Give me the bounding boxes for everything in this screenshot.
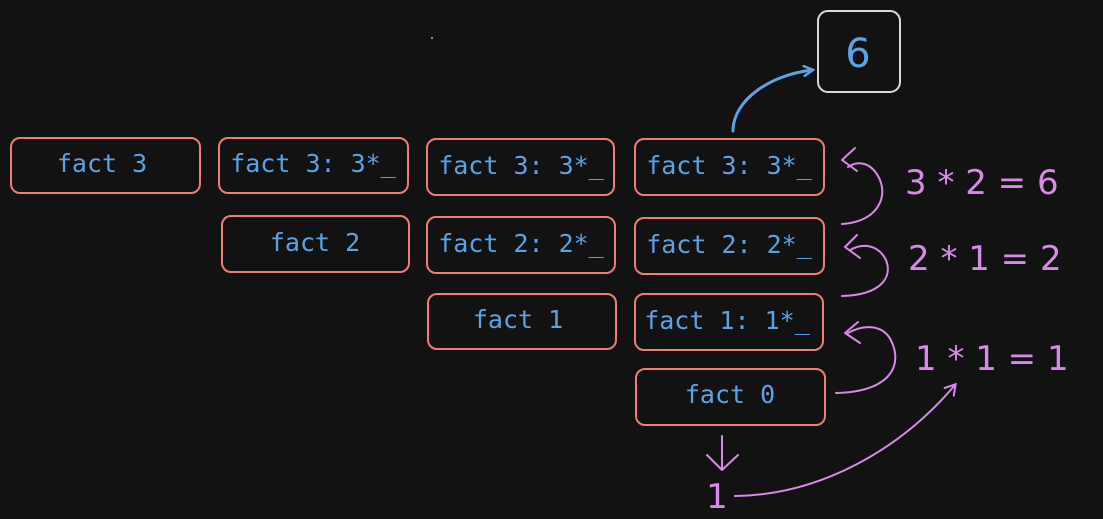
frame-label: fact 3 [57, 149, 147, 178]
return-curve-3-head [841, 147, 858, 172]
stack-frame: fact 3: 3*_ [426, 138, 615, 196]
stack-frame: fact 1 [427, 293, 617, 350]
frame-box [426, 216, 616, 274]
base-case-arrow [706, 435, 739, 471]
base-case-value: 1 [706, 477, 728, 517]
return-curve-3 [841, 162, 884, 225]
return-curve-1 [835, 326, 897, 394]
base-to-multiply-arrow [734, 382, 957, 497]
return-curve-2 [841, 244, 889, 297]
stack-frame: fact 2: 2*_ [634, 217, 825, 275]
result-box: 6 [817, 10, 901, 93]
multiply-annotation: 2 * 1 = 2 [908, 239, 1062, 279]
frame-box [634, 293, 824, 351]
frame-label: fact 1 [473, 305, 563, 334]
frame-box [634, 217, 825, 275]
return-arrow [731, 70, 812, 133]
stray-dot [430, 36, 434, 40]
frame-box [218, 137, 409, 194]
multiply-annotation: 3 * 2 = 6 [905, 163, 1059, 203]
frame-box [427, 293, 617, 350]
frame-box [221, 215, 410, 273]
frame-label: fact 0 [685, 380, 775, 409]
frame-label: fact 2 [270, 228, 360, 257]
frame-label: fact 3: 3*_ [230, 149, 397, 178]
result-frame [817, 10, 901, 93]
frame-label: fact 2: 2*_ [646, 230, 813, 259]
stack-frame: fact 1: 1*_ [634, 293, 824, 351]
stack-column-3: fact 3: 3*_ fact 2: 2*_ fact 1 [426, 138, 617, 350]
result-value: 6 [845, 31, 870, 77]
stack-column-2: fact 3: 3*_ fact 2 [218, 137, 410, 273]
stack-frame: fact 2 [221, 215, 410, 273]
stack-column-1: fact 3 [10, 137, 201, 194]
frame-box [426, 138, 615, 196]
stack-column-4: fact 3: 3*_ fact 2: 2*_ fact 1: 1*_ fact… [634, 138, 826, 426]
stack-frame: fact 2: 2*_ [426, 216, 616, 274]
frame-label: fact 3: 3*_ [646, 151, 813, 180]
frame-label: fact 2: 2*_ [438, 229, 605, 258]
stack-frame: fact 3: 3*_ [634, 138, 825, 196]
frame-label: fact 1: 1*_ [644, 306, 811, 335]
frame-box [635, 368, 826, 426]
return-curve-2-head [844, 234, 861, 259]
stack-frame: fact 0 [635, 368, 826, 426]
return-curve-1-head [844, 321, 861, 344]
frame-box [10, 137, 201, 194]
stack-frame: fact 3: 3*_ [218, 137, 409, 194]
multiply-annotation: 1 * 1 = 1 [915, 339, 1069, 379]
frame-label: fact 3: 3*_ [438, 151, 605, 180]
stack-frame: fact 3 [10, 137, 201, 194]
frame-box [634, 138, 825, 196]
